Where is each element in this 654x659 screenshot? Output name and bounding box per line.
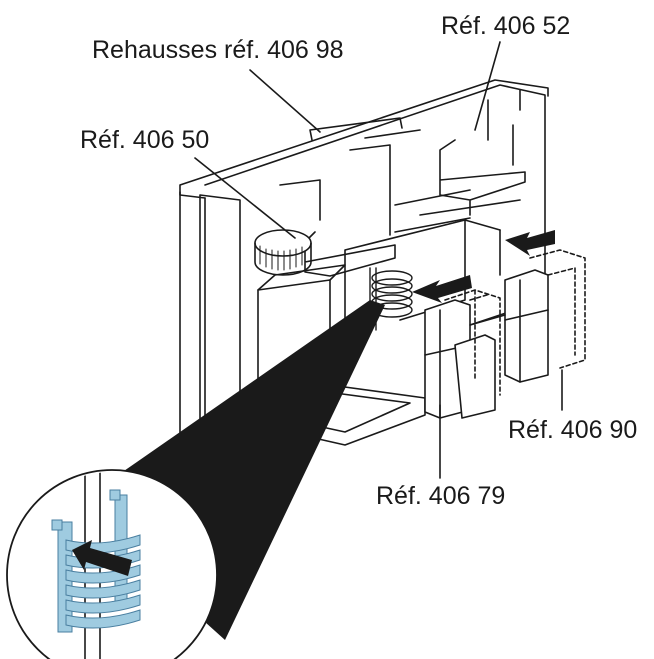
- leader-40650: [194, 157, 296, 239]
- drum-left: [254, 229, 312, 257]
- label-ref-40652: Réf. 406 52: [441, 12, 571, 40]
- rehausse-rail: [309, 117, 421, 141]
- shelf-top-left: [279, 144, 391, 236]
- lower-left-box-top: [257, 264, 346, 291]
- module-40690-face: [504, 279, 549, 383]
- label-ref-40679: Réf. 406 79: [376, 482, 506, 510]
- arrow-coil: [412, 275, 472, 303]
- leader-rehausses: [249, 69, 321, 133]
- label-rehausses: Rehausses réf. 406 98: [92, 36, 344, 64]
- detail-arrow: [72, 540, 132, 576]
- module-40679-ghost: [444, 289, 501, 396]
- shelf-40652-post: [487, 89, 521, 166]
- arrow-right-module: [505, 230, 555, 256]
- mid-rails: [394, 189, 521, 233]
- module-40690-ghost: [529, 249, 586, 369]
- drum-left-teeth: [259, 245, 303, 271]
- leader-40652: [474, 41, 501, 131]
- detail-circle: [6, 469, 218, 659]
- label-ref-40650: Réf. 406 50: [80, 126, 210, 154]
- module-40690: [504, 269, 549, 383]
- right-back-panel-edge: [469, 229, 506, 326]
- drum-left-body: [254, 242, 312, 276]
- label-ref-40690: Réf. 406 90: [508, 416, 638, 444]
